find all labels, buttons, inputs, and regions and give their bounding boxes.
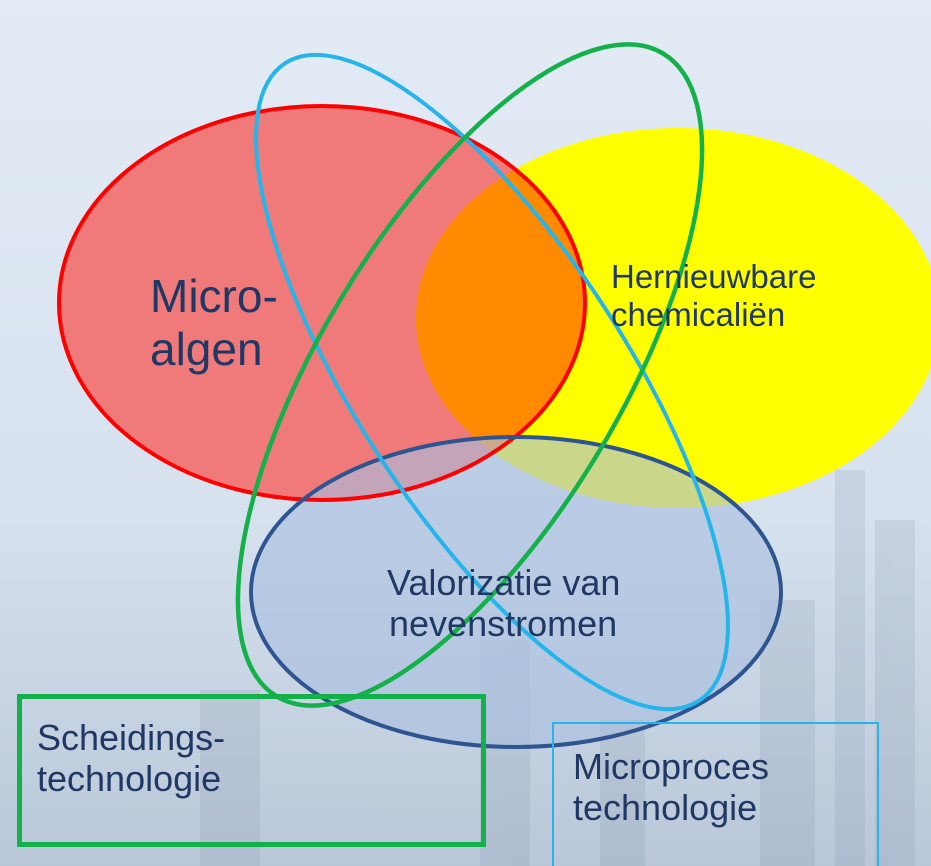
- scheidingstechnologie-line2: technologie: [37, 758, 222, 800]
- hernieuwbare-label: Hernieuwbare chemicaliën: [611, 258, 816, 334]
- microproces-ellipse: [254, 52, 730, 712]
- hernieuwbare-line2: chemicaliën: [611, 295, 786, 333]
- microproces-box: [552, 722, 879, 866]
- background-factory-silhouette: [200, 470, 915, 866]
- microproces-line2: technologie: [573, 787, 758, 829]
- hernieuwbare-line1: Hernieuwbare: [611, 258, 817, 295]
- scheidingstechnologie-box: [17, 694, 486, 847]
- microproces-label: Microproces technologie: [573, 746, 769, 829]
- scheidingstechnologie-label: Scheidings- technologie: [37, 717, 225, 800]
- microproces-line1: Microproces: [573, 746, 770, 787]
- micro-algen-line2: algen: [150, 322, 263, 375]
- valorizatie-label: Valorizatie van nevenstromen: [387, 562, 620, 645]
- micro-algen-line1: Micro-: [150, 270, 278, 322]
- micro-algen-label: Micro- algen: [150, 270, 278, 376]
- micro-algen-outline: [57, 104, 587, 502]
- valorizatie-line1: Valorizatie van: [387, 562, 621, 603]
- valorizatie-outline: [249, 435, 783, 749]
- valorizatie-ellipse: [251, 437, 781, 747]
- valorizatie-line2: nevenstromen: [389, 603, 618, 645]
- scheidingstechnologie-line1: Scheidings-: [37, 717, 226, 758]
